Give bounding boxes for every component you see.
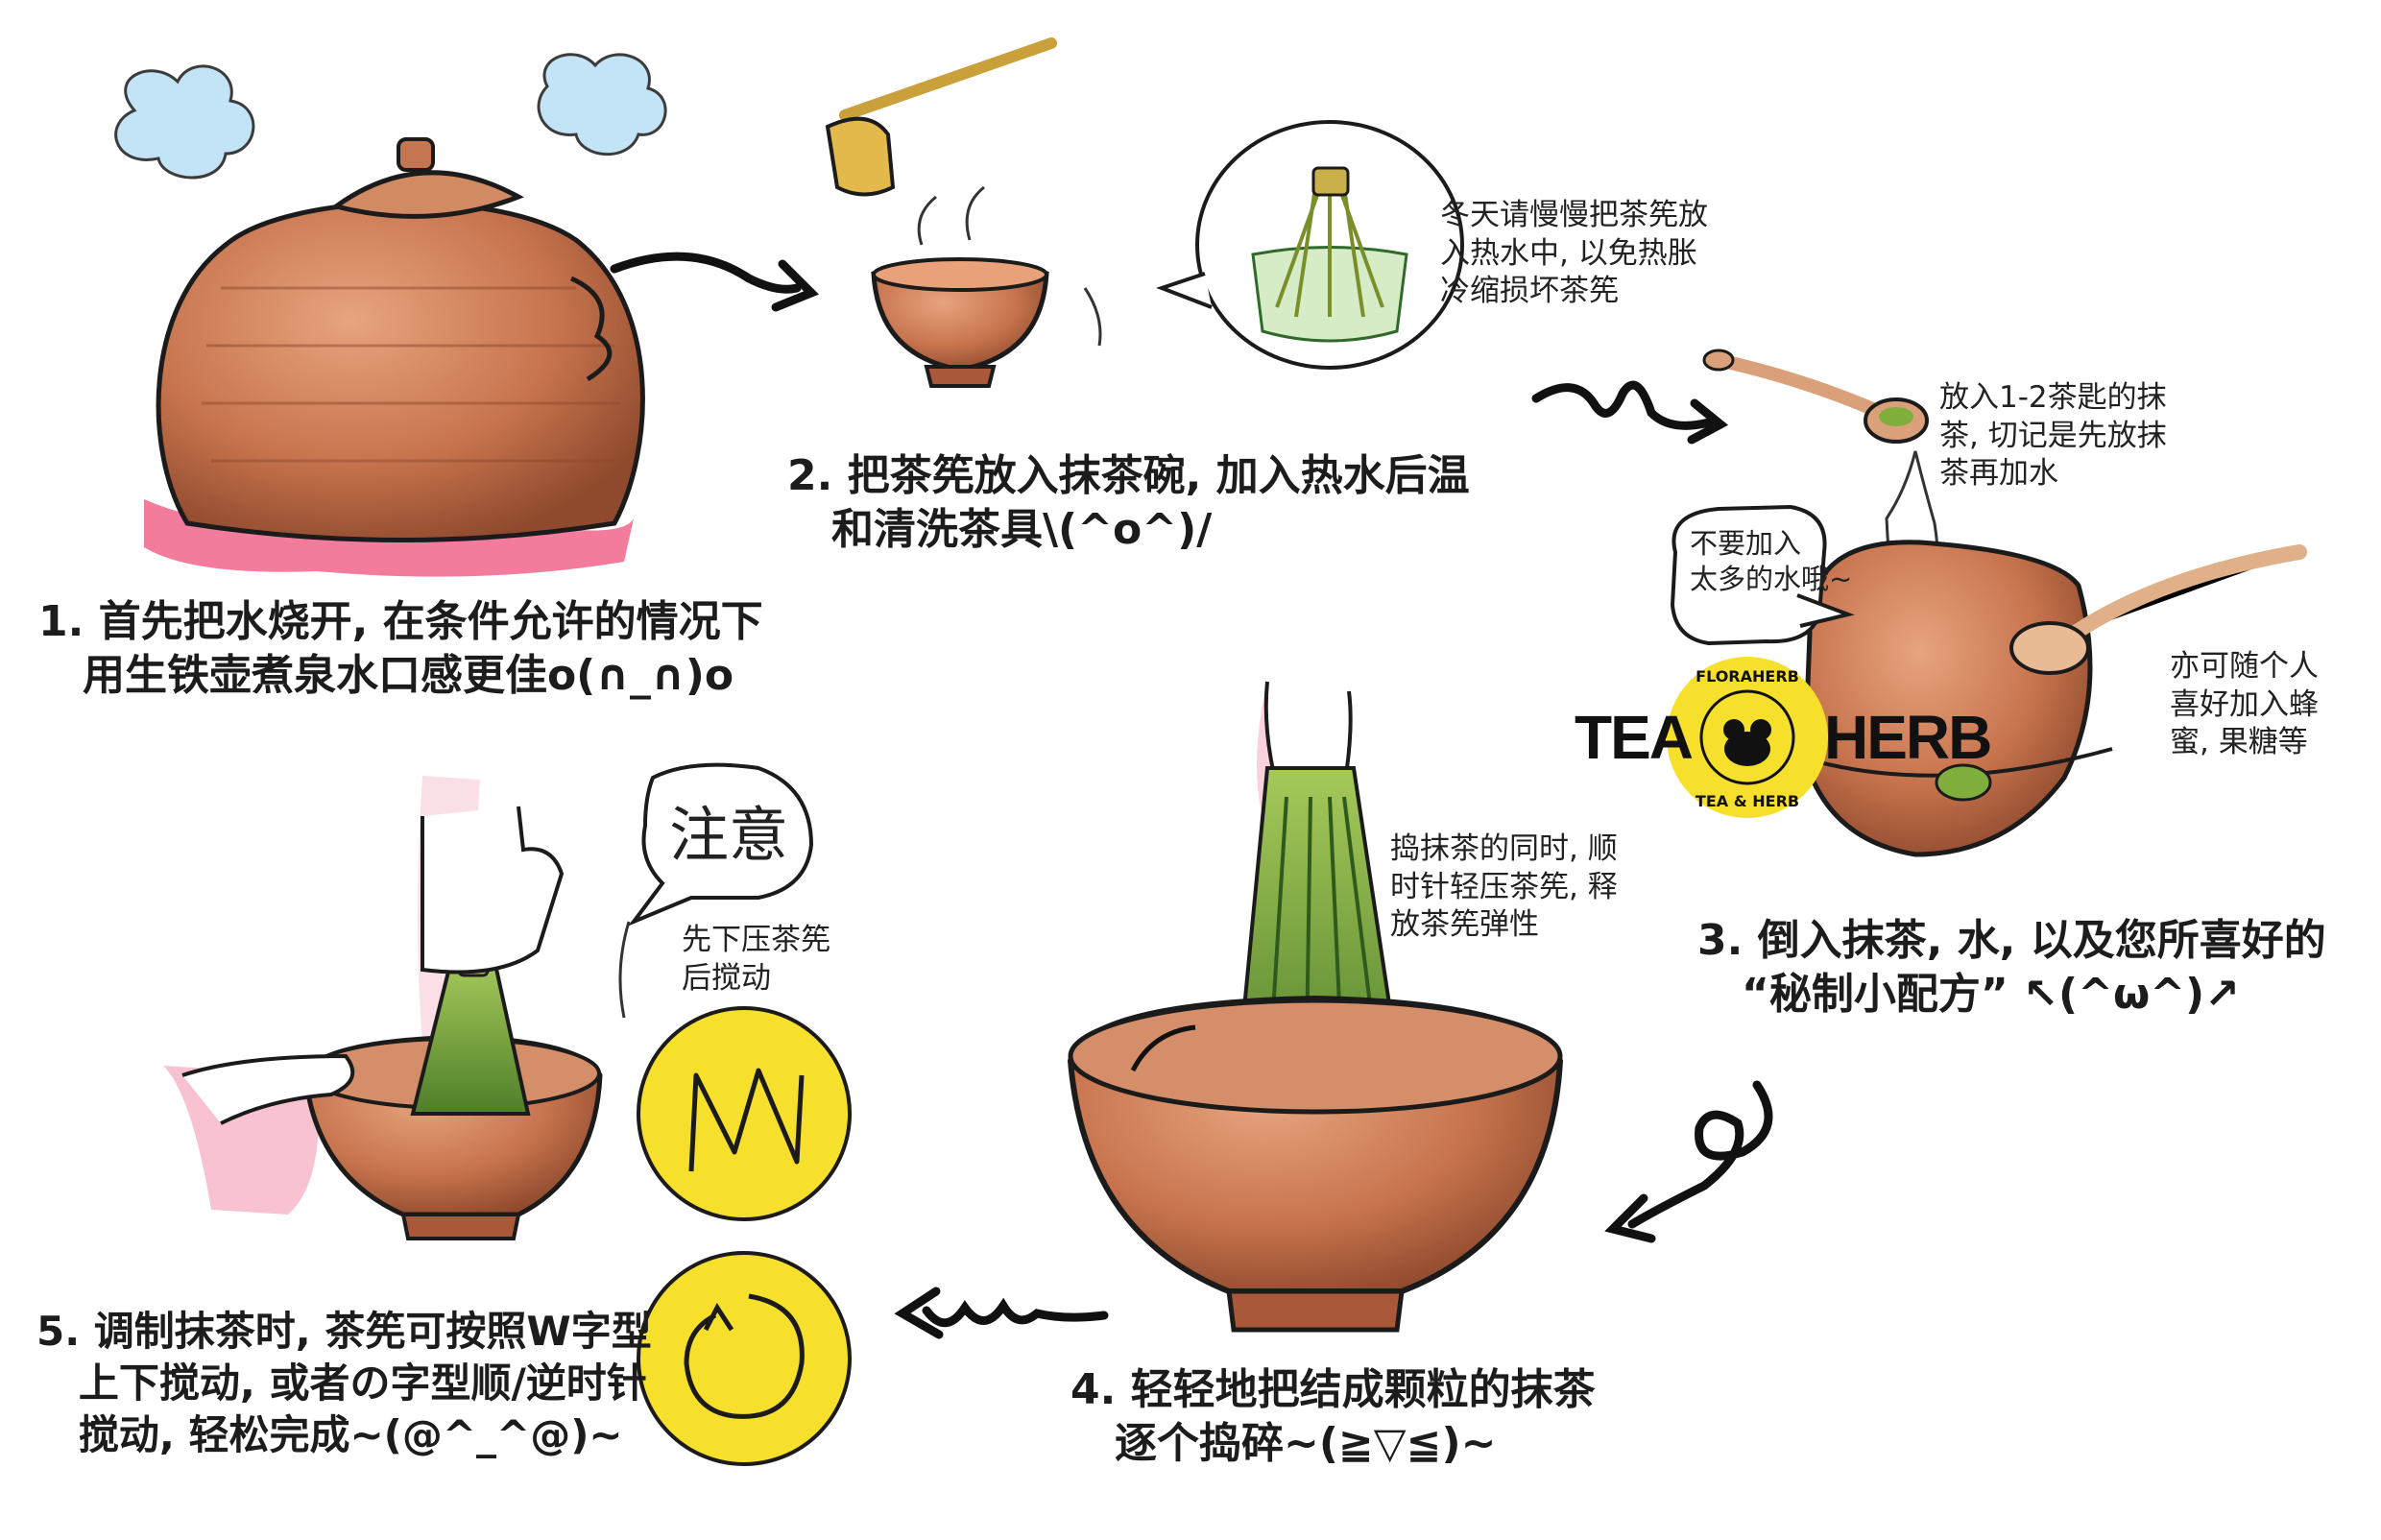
step-1-label: 1. 首先把水烧开, 在条件允许的情况下 用生铁壶煮泉水口感更佳o(∩_∩)o	[38, 597, 763, 701]
step-3-label: 3. 倒入抹茶, 水, 以及您所喜好的 “秘制小配方” ↖(^ω^)↗	[1697, 916, 2326, 1020]
note-honey: 亦可随个人 喜好加入蜂 蜜, 果糖等	[2170, 649, 2319, 760]
note-mash: 捣抹茶的同时, 顺 时针轻压茶筅, 释 放茶筅弹性	[1390, 831, 1618, 943]
circle-motion-icon	[637, 1251, 852, 1466]
attention-text: 先下压茶筅 后搅动	[682, 923, 830, 996]
kettle-icon	[114, 53, 667, 577]
logo-ring-top: FLORAHERB	[1696, 667, 1799, 686]
attention-title: 注意	[669, 800, 789, 870]
matcha-bowl-icon-mash	[1067, 995, 1564, 1333]
matcha-bowl-icon	[871, 185, 1049, 388]
step-4-label: 4. 轻轻地把结成颗粒的抹茶 逐个捣碎~(≧▽≦)~	[1070, 1365, 1596, 1469]
step-2-label: 2. 把茶筅放入抹茶碗, 加入热水后温 和清洗茶具\(^o^)/	[787, 451, 1470, 555]
logo-left-word: TEA	[1575, 703, 1694, 772]
logo-right-word: HERB	[1824, 703, 1992, 772]
matcha-bowl-icon-large	[1802, 540, 2113, 857]
spoon-icon	[1702, 349, 1929, 444]
step-5-label: 5. 调制抹茶时, 茶筅可按照W字型 上下搅动, 或者の字型顺/逆时针 搅动, …	[36, 1308, 652, 1458]
note-winter: 冬天请慢慢把茶筅放 入热水中, 以免热胀 冷缩损坏茶筅	[1440, 198, 1708, 309]
hand-icon-left	[181, 806, 565, 1125]
scoop-icon	[825, 37, 1057, 197]
whisk-icon	[1156, 120, 1464, 370]
arrow-icon	[610, 252, 802, 294]
attention-bubble	[628, 762, 814, 926]
logo-ring-bottom: TEA & HERB	[1696, 792, 1799, 810]
note-water: 不要加入 太多的水哦~	[1690, 527, 1853, 596]
w-motion-icon	[637, 1006, 852, 1221]
note-spoon: 放入1-2茶匙的抹 茶, 切记是先放抹 茶再加水	[1939, 380, 2167, 492]
tea-herb-logo: FLORAHERB TEA & HERB	[1667, 657, 1828, 818]
